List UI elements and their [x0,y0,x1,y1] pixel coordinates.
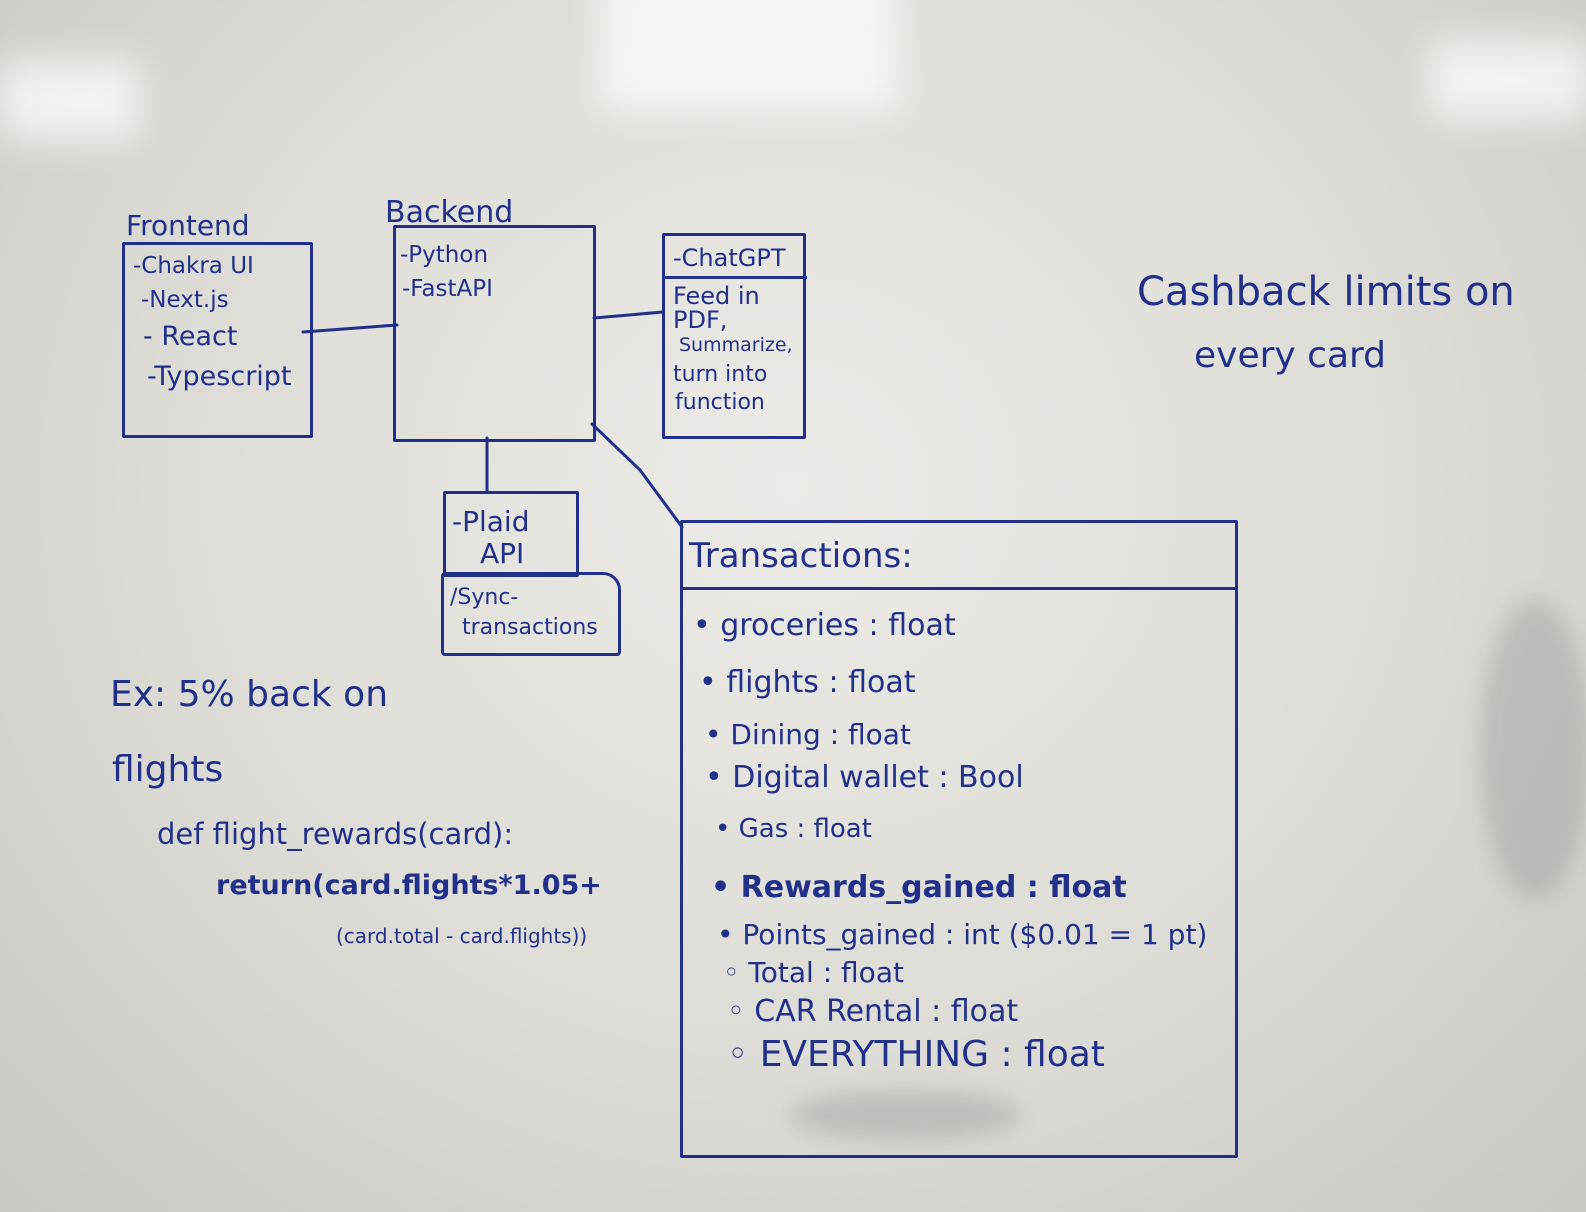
transaction-field: • groceries : float [693,608,956,643]
backend-transactions-link [590,422,684,529]
chatgpt-box: -ChatGPT Feed in PDF, Summarize, turn in… [662,233,807,439]
transaction-field: ◦ EVERYTHING : float [727,1034,1105,1075]
code-line: return(card.flights*1.05+ [216,870,602,901]
transaction-field-label: Points_gained : int ($0.01 = 1 pt) [742,918,1208,951]
code-line: (card.total - card.flights)) [336,924,588,948]
backend-item: -FastAPI [402,276,493,302]
example-note-line: flights [112,749,224,790]
sync-transactions-box: /Sync- transactions [441,572,621,656]
transaction-field-label: EVERYTHING : float [759,1034,1105,1075]
plaid-api-box: -Plaid API [443,491,579,577]
frontend-item: -Typescript [147,361,292,392]
transactions-title: Transactions: [689,536,913,576]
frontend-item: - React [143,321,238,352]
chatgpt-line: function [675,390,765,415]
transaction-field-label: Gas : float [738,814,872,844]
sync-endpoint-line: /Sync- [450,585,519,610]
transaction-field: ◦ Total : float [723,956,904,989]
chatgpt-title: -ChatGPT [673,244,786,272]
code-line: def flight_rewards(card): [157,817,514,851]
transaction-field: • Points_gained : int ($0.01 = 1 pt) [717,918,1208,951]
ceiling-light-glare [0,60,140,140]
chatgpt-line: turn into [673,362,768,387]
backend-box: -Python -FastAPI [393,225,596,442]
transaction-field-label: Dining : float [730,718,911,751]
chatgpt-divider [665,276,807,279]
transaction-field: ◦ CAR Rental : float [727,994,1019,1029]
cashback-note-line: Cashback limits on [1137,269,1515,315]
plaid-title-line: -Plaid [452,505,530,538]
chatgpt-line: Summarize, [679,334,793,356]
transaction-field-label: Total : float [748,956,904,989]
chatgpt-line: PDF, [673,306,728,334]
backend-item: -Python [400,242,489,268]
transaction-field-label: Rewards_gained : float [740,870,1127,905]
frontend-item: -Chakra UI [133,253,254,279]
example-note-line: Ex: 5% back on [110,674,389,715]
transaction-field-label: CAR Rental : float [754,994,1019,1029]
eraser-smudge [790,1090,1020,1140]
transaction-field-label: Digital wallet : Bool [732,760,1024,795]
ceiling-light-glare [600,0,900,110]
frontend-backend-link [301,323,399,334]
frontend-box: -Chakra UI -Next.js - React -Typescript [122,242,313,438]
transaction-field: • Dining : float [705,718,911,751]
transaction-field: • Rewards_gained : float [711,870,1127,905]
transaction-field-label: groceries : float [720,608,956,643]
frontend-item: -Next.js [141,287,229,313]
frontend-title: Frontend [126,209,250,242]
cashback-note-line: every card [1194,335,1387,376]
transactions-divider [680,587,1238,590]
chatgpt-line: Feed in [673,282,760,310]
transaction-field: • Digital wallet : Bool [705,760,1024,795]
backend-chatgpt-link [592,310,665,320]
plaid-title-line: API [480,537,525,570]
transactions-box: Transactions: • groceries : float • flig… [680,520,1238,1158]
transaction-field: • Gas : float [715,814,872,844]
sync-endpoint-line: transactions [462,615,598,640]
transaction-field-label: flights : float [726,665,916,700]
backend-title: Backend [385,195,514,230]
ceiling-light-glare [1430,40,1586,120]
transaction-field: • flights : float [699,665,916,700]
eraser-smudge [1480,600,1586,900]
